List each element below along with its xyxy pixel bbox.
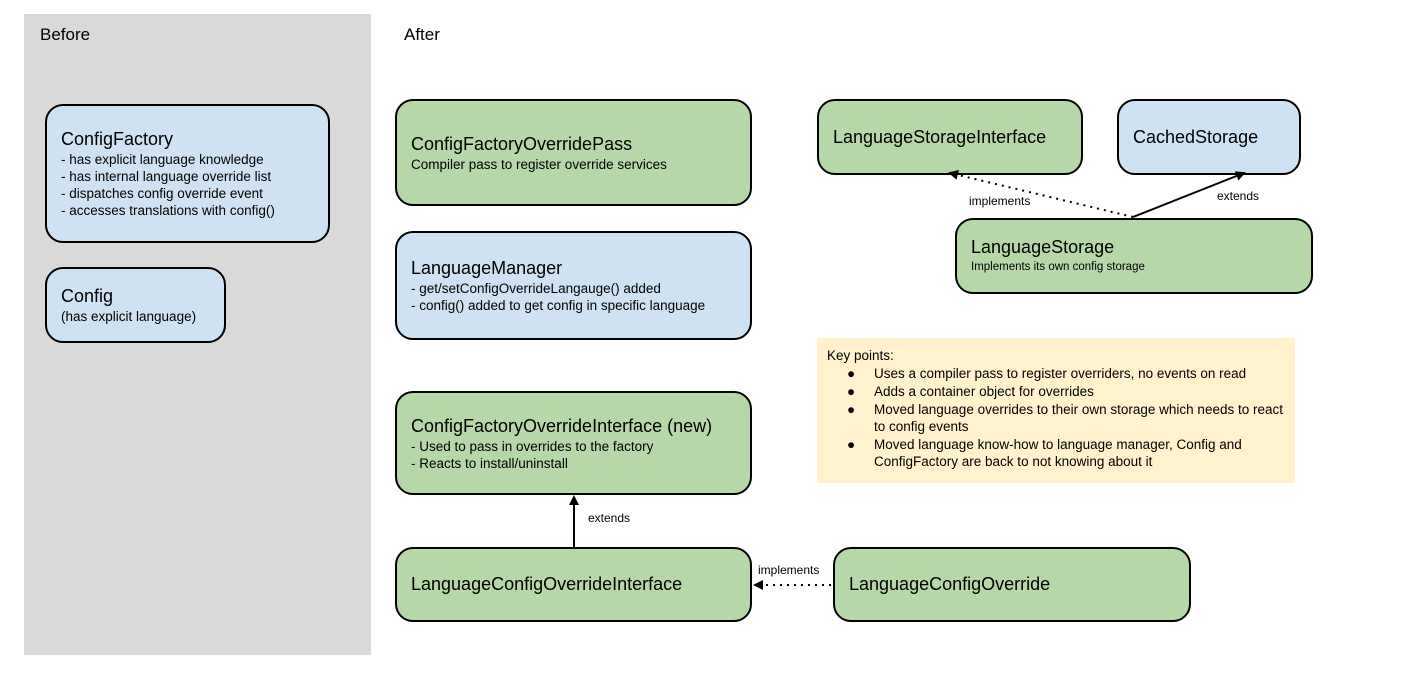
extends-arrow-storage xyxy=(1132,171,1246,218)
config-factory-title: ConfigFactory xyxy=(61,129,174,149)
config-title: Config xyxy=(61,286,114,306)
override-interface-line: - Reacts to install/uninstall xyxy=(411,455,568,471)
language-storage-box: LanguageStorage Implements its own confi… xyxy=(955,218,1313,294)
config-factory-line: - has internal language override list xyxy=(61,169,272,184)
key-point-text: Adds a container object for overrides xyxy=(874,384,1094,399)
key-point-text: Uses a compiler pass to register overrid… xyxy=(874,366,1247,381)
language-manager-title: LanguageManager xyxy=(411,258,563,278)
key-point-item: ● Uses a compiler pass to register overri… xyxy=(827,365,1285,382)
override-interface-line: - Used to pass in overrides to the facto… xyxy=(411,438,654,454)
implements-label: implements xyxy=(758,563,820,577)
key-point-text: Moved language know-how to language mana… xyxy=(874,437,1242,469)
key-points-title: Key points: xyxy=(827,348,894,363)
language-manager-line: - config() added to get config in specif… xyxy=(411,298,706,313)
language-override-interface-title: LanguageConfigOverrideInterface xyxy=(411,574,683,594)
language-override-box: LanguageConfigOverride xyxy=(833,547,1191,622)
override-interface-title: ConfigFactoryOverrideInterface (new) xyxy=(411,415,713,436)
bullet-icon: ● xyxy=(847,384,856,399)
language-manager-box: LanguageManager - get/setConfigOverrideL… xyxy=(395,231,752,340)
bullet-icon: ● xyxy=(847,402,856,417)
bullet-icon: ● xyxy=(847,366,856,381)
extends-label: extends xyxy=(1217,189,1260,203)
language-override-title: LanguageConfigOverride xyxy=(849,574,1051,594)
cached-storage-box: CachedStorage xyxy=(1117,99,1301,175)
cached-storage-title: CachedStorage xyxy=(1133,126,1259,147)
override-interface-box: ConfigFactoryOverrideInterface (new) - U… xyxy=(395,391,752,495)
config-factory-line: - accesses translations with config() xyxy=(61,203,275,218)
bullet-icon: ● xyxy=(847,437,856,452)
key-point-item: ● Moved language know-how to language man… xyxy=(827,436,1285,470)
language-override-interface-box: LanguageConfigOverrideInterface xyxy=(395,547,752,622)
key-points-box: Key points: ● Uses a compiler pass to reg… xyxy=(817,338,1295,483)
storage-interface-title: LanguageStorageInterface xyxy=(833,126,1047,147)
storage-interface-box: LanguageStorageInterface xyxy=(817,99,1083,175)
override-pass-line: Compiler pass to register override servi… xyxy=(411,156,667,172)
after-heading: After xyxy=(404,25,440,44)
config-factory-line: - dispatches config override event xyxy=(61,186,263,201)
key-point-text: Moved language overrides to their own st… xyxy=(874,402,1283,434)
implements-label: implements xyxy=(969,194,1031,208)
language-storage-line: Implements its own config storage xyxy=(971,261,1145,273)
extends-label: extends xyxy=(588,511,631,525)
key-point-item: ● Adds a container object for overrides xyxy=(827,383,1285,400)
config-factory-line: - has explicit language knowledge xyxy=(61,152,264,167)
key-points-list: ● Uses a compiler pass to register overri… xyxy=(827,365,1285,470)
config-box: Config (has explicit language) xyxy=(45,267,226,343)
override-pass-title: ConfigFactoryOverridePass xyxy=(411,133,633,154)
language-manager-line: - get/setConfigOverrideLangauge() added xyxy=(411,281,661,296)
before-heading: Before xyxy=(40,25,91,44)
language-storage-title: LanguageStorage xyxy=(971,237,1115,257)
config-factory-box: ConfigFactory - has explicit language kn… xyxy=(45,104,330,243)
override-pass-box: ConfigFactoryOverridePass Compiler pass … xyxy=(395,99,752,206)
key-point-item: ● Moved language overrides to their own s… xyxy=(827,401,1285,435)
config-line: (has explicit language) xyxy=(61,309,197,324)
